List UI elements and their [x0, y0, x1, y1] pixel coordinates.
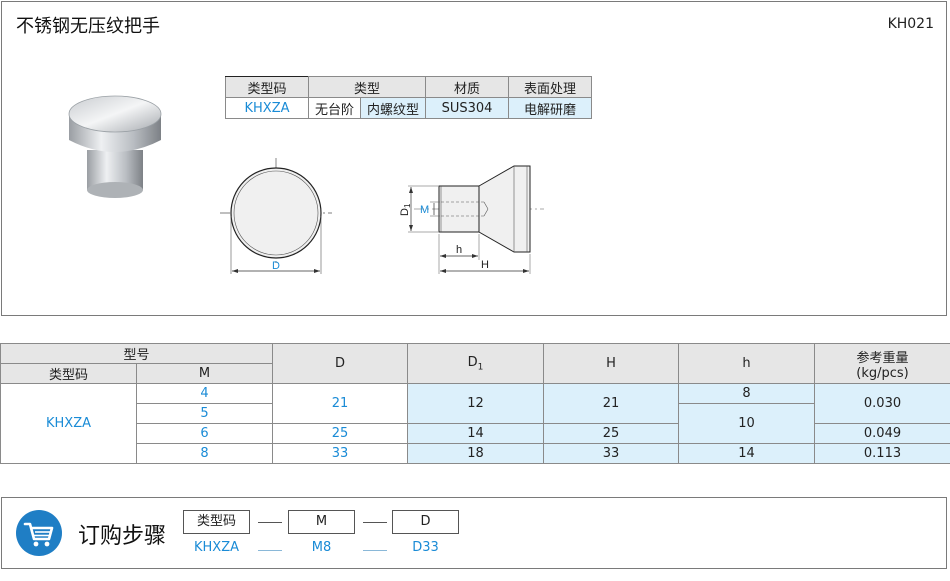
h-big-cell: 21 — [543, 383, 680, 424]
col-weight-header: 参考重量(kg/pcs) — [814, 343, 950, 384]
side-view-drawing: D1 M h H — [399, 165, 544, 274]
order-value-type-code: KHXZA — [193, 540, 239, 555]
model-group-header: 型号 — [0, 343, 274, 364]
order-value-d: D33 — [412, 540, 439, 555]
h-big-cell: 33 — [543, 443, 680, 464]
col-H-header: H — [543, 343, 680, 384]
product-panel: 不锈钢无压纹把手 KH021 类型码 类型 材质 表面处理 KHXZA 无台阶 — [1, 1, 947, 316]
order-steps-title: 订购步骤 — [78, 524, 167, 549]
shopping-cart-icon — [16, 510, 62, 556]
col-h-header: h — [678, 343, 816, 384]
d1-cell: 14 — [407, 423, 545, 444]
type-b-value: 内螺纹型 — [360, 97, 427, 119]
table-row: KHXZA 4 21 12 21 8 0.030 — [0, 383, 950, 464]
weight-cell: 0.113 — [814, 443, 950, 464]
product-photo — [68, 95, 162, 198]
surface-value: 电解研磨 — [508, 97, 593, 119]
order-connector — [363, 522, 387, 523]
m-cell: 4 — [135, 383, 274, 404]
table-row: 5 10 — [1, 403, 950, 444]
surface-header: 表面处理 — [508, 76, 593, 98]
h-small-cell: 10 — [678, 403, 816, 444]
order-box-m: M — [288, 510, 355, 534]
page-title: 不锈钢无压纹把手 — [16, 16, 160, 37]
h-small-cell: 14 — [678, 443, 816, 464]
order-box-d: D — [392, 510, 459, 534]
m-cell: 8 — [135, 443, 274, 464]
m-cell: 6 — [135, 423, 274, 444]
type-a-value: 无台阶 — [307, 97, 362, 119]
type-header: 类型 — [307, 76, 427, 98]
col-D1-header: D1 — [407, 343, 545, 384]
front-view-drawing: D — [220, 158, 332, 274]
col-type-code-header: 类型码 — [0, 363, 137, 384]
order-connector — [363, 550, 387, 551]
type-code-cell: KHXZA — [0, 383, 137, 464]
dim-D-label: D — [272, 260, 280, 272]
d-cell: 21 — [272, 383, 409, 424]
order-connector — [258, 522, 282, 523]
order-box-type-code: 类型码 — [183, 510, 250, 534]
dim-h-label: h — [456, 244, 462, 256]
type-code-value: KHXZA — [225, 97, 309, 119]
order-value-m: M8 — [311, 540, 332, 555]
weight-cell: 0.030 — [814, 383, 950, 424]
h-big-cell: 25 — [543, 423, 680, 444]
product-code: KH021 — [887, 16, 934, 32]
d1-cell: 18 — [407, 443, 545, 464]
dim-H-label: H — [481, 259, 489, 271]
d-cell: 25 — [272, 423, 409, 444]
weight-cell: 0.049 — [814, 423, 950, 444]
m-cell: 5 — [135, 403, 274, 424]
h-small-cell: 8 — [678, 383, 816, 404]
order-steps-panel: 订购步骤 类型码 M D KHXZA M8 D33 — [1, 497, 947, 569]
type-code-header: 类型码 — [225, 76, 309, 98]
spec-table: 型号 D D1 H h 参考重量(kg/pcs) 类型码 M KHXZA 4 2… — [0, 343, 950, 464]
d-cell: 33 — [272, 443, 409, 464]
col-M-header: M — [135, 363, 274, 384]
col-D-header: D — [272, 343, 409, 384]
material-value: SUS304 — [425, 97, 510, 119]
order-connector — [258, 550, 282, 551]
material-header: 材质 — [425, 76, 510, 98]
dim-D1-label: D1 — [399, 203, 412, 216]
d1-cell: 12 — [407, 383, 545, 424]
table-row: 8 33 18 33 14 0.113 — [1, 443, 950, 464]
dim-M-label: M — [420, 204, 429, 216]
table-row: 6 25 14 25 0.049 — [1, 423, 950, 444]
type-table: 类型码 类型 材质 表面处理 KHXZA 无台阶 内螺纹型 SUS304 电解研… — [225, 76, 593, 119]
